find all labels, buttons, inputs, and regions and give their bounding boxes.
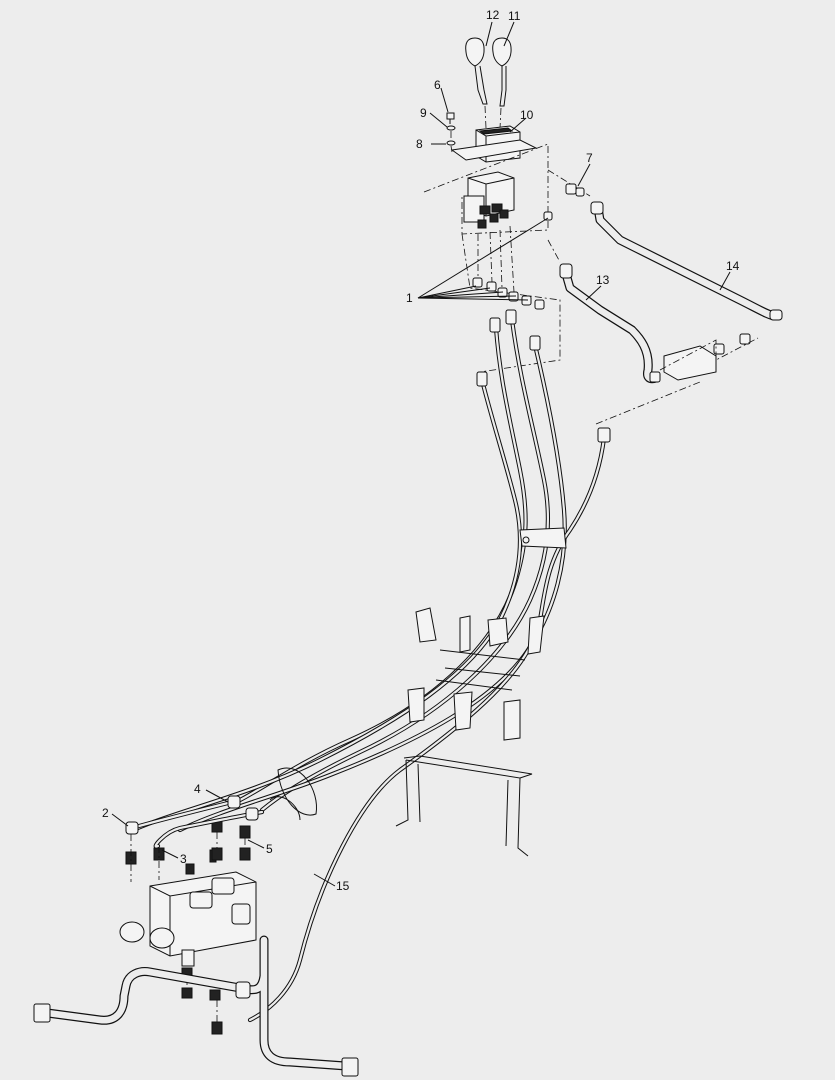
callout-7: 7: [586, 151, 593, 165]
callout-14: 14: [726, 259, 740, 273]
callout-labels: 12 11 6 9 8 10 7 14 13 1 4 2 3 5 15: [102, 8, 740, 893]
callout-8: 8: [416, 137, 423, 151]
pilot-hose-bundle: [135, 211, 611, 1023]
leader-lines: [111, 21, 731, 887]
callout-11: 11: [508, 9, 521, 23]
tube-assemblies: [559, 183, 783, 425]
check-valve-block: [663, 345, 717, 381]
pilot-control-valve-assembly: [446, 37, 538, 229]
callout-4: 4: [194, 782, 201, 796]
lever-knob-right: [492, 37, 512, 67]
callout-12: 12: [486, 8, 500, 22]
callout-15: 15: [336, 879, 350, 893]
callout-10: 10: [520, 108, 534, 122]
callout-1: 1: [406, 291, 413, 305]
callout-6: 6: [434, 78, 441, 92]
callout-5: 5: [266, 842, 273, 856]
callout-3: 3: [180, 852, 187, 866]
brackets: [395, 607, 545, 857]
callout-9: 9: [420, 106, 427, 120]
washer-9: [446, 125, 456, 131]
hose-fittings-upper: [472, 211, 611, 443]
bolt-6: [446, 112, 455, 120]
washer-8: [446, 140, 456, 146]
callout-13: 13: [596, 273, 610, 287]
lower-tube-loop: [33, 935, 359, 1077]
hose-clamp-band: [519, 527, 567, 549]
lever-knob-left: [465, 37, 485, 67]
callout-2: 2: [102, 806, 109, 820]
main-control-valve: [119, 795, 265, 1035]
fitting-7: [565, 183, 577, 195]
hose-sleeve: [277, 767, 318, 816]
